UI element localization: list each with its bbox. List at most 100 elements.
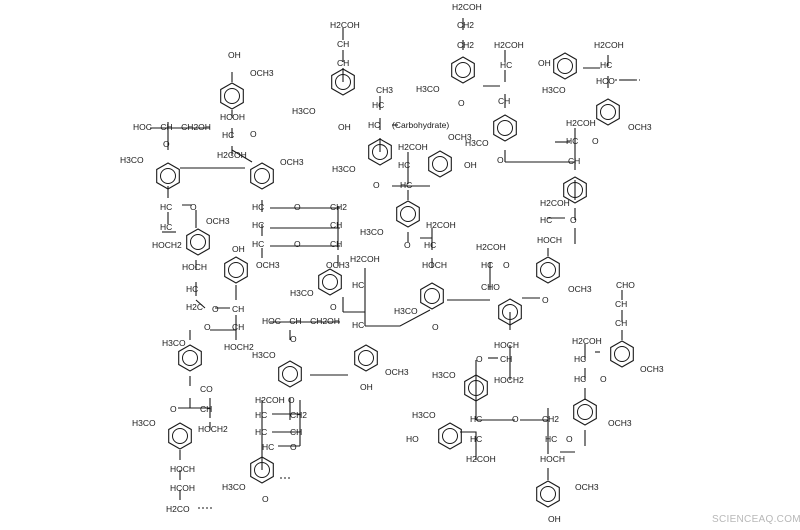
- label-och3: OCH3: [385, 367, 409, 377]
- label-ch2: CH2: [457, 20, 474, 30]
- label-hc: HC: [252, 202, 264, 212]
- aromatic-circle: [600, 104, 616, 120]
- label-och3: OCH3: [575, 482, 599, 492]
- benzene-ring: [224, 256, 248, 284]
- aromatic-circle: [160, 168, 176, 184]
- label-o: O: [542, 295, 549, 305]
- label-hoc-chain: HOC—CH—CH2OH: [262, 316, 340, 326]
- watermark: SCIENCEAQ.COM: [712, 514, 800, 525]
- label-ch2: CH2: [542, 414, 559, 424]
- aromatic-circle: [358, 350, 374, 366]
- label-o: O: [294, 239, 301, 249]
- label-hc: HC: [255, 427, 267, 437]
- label-hc: HC: [262, 442, 274, 452]
- label-hoch: HOCH: [422, 260, 447, 270]
- label-hco: HCO: [596, 76, 615, 86]
- label-och3: OCH3: [448, 132, 472, 142]
- benzene-ring: [278, 360, 302, 388]
- label-och3: H3CO: [222, 482, 246, 492]
- label-och3: OCH3: [280, 157, 304, 167]
- label-och3: H3CO: [162, 338, 186, 348]
- label-ch: CH: [200, 404, 212, 414]
- label-hc: HC: [400, 180, 412, 190]
- aromatic-circle: [540, 486, 556, 502]
- label-o: O: [404, 240, 411, 250]
- label-h2coh: H2COH: [466, 454, 496, 464]
- label-ch: CH: [232, 322, 244, 332]
- label-o: O: [288, 395, 295, 405]
- label-ch: CH: [615, 318, 627, 328]
- label-hc: HC: [368, 120, 380, 130]
- label-och3: H3CO: [394, 306, 418, 316]
- aromatic-circle: [224, 88, 240, 104]
- benzene-ring: [493, 114, 517, 142]
- label-o: O: [570, 215, 577, 225]
- label-hoch: HOCH: [182, 262, 207, 272]
- label-ch2: CH: [337, 39, 349, 49]
- label-och3: OCH3: [206, 216, 230, 226]
- label-och3: OCH3: [326, 260, 350, 270]
- label-o: O: [212, 304, 219, 314]
- label-cho: CHO: [616, 280, 635, 290]
- label-och3: OCH3: [628, 122, 652, 132]
- aromatic-circle: [282, 366, 298, 382]
- aromatic-circle: [442, 428, 458, 444]
- label-h2coh: H2COH: [426, 220, 456, 230]
- label-o: O: [204, 322, 211, 332]
- benzene-ring: [536, 256, 560, 284]
- benzene-ring: [438, 422, 462, 450]
- benzene-ring: [573, 398, 597, 426]
- label-hc: HC: [500, 60, 512, 70]
- benzene-ring: [220, 82, 244, 110]
- label-h2coh: H2COH: [255, 395, 285, 405]
- label-hc: HC: [160, 222, 172, 232]
- label-ch2: CH2: [457, 40, 474, 50]
- label-hc: HC: [352, 320, 364, 330]
- label-ch: CH: [232, 304, 244, 314]
- label-hc: HC: [398, 160, 410, 170]
- label-oh: OH: [360, 382, 373, 392]
- label-o: O: [458, 98, 465, 108]
- aromatic-circle: [557, 58, 573, 74]
- label-ch: CH: [290, 427, 302, 437]
- label-hoch: HOCH: [170, 464, 195, 474]
- label-o: O: [497, 155, 504, 165]
- label-och3: H3CO: [132, 418, 156, 428]
- label-ch: CH: [498, 96, 510, 106]
- label-h2coh: H2COH: [452, 2, 482, 12]
- aromatic-circle: [455, 62, 471, 78]
- aromatic-circle: [182, 350, 198, 366]
- benzene-ring: [178, 344, 202, 372]
- label-och3: OCH3: [608, 418, 632, 428]
- benzene-ring: [354, 344, 378, 372]
- label-h2coh: H2COH: [398, 142, 428, 152]
- label-hcoh: HCOH: [170, 483, 195, 493]
- aromatic-circle: [228, 262, 244, 278]
- label-hc: HC: [424, 240, 436, 250]
- benzene-ring: [596, 98, 620, 126]
- label-och3: H3CO: [432, 370, 456, 380]
- label-o: O: [503, 260, 510, 270]
- label-hoch2: HOCH2: [152, 240, 182, 250]
- label-hoch2: HOCH2: [198, 424, 228, 434]
- benzene-ring: [420, 282, 444, 310]
- label-och3: H3CO: [416, 84, 440, 94]
- aromatic-circle: [424, 288, 440, 304]
- label-h2coh: H2COH: [594, 40, 624, 50]
- benzene-ring: [610, 340, 634, 368]
- label-hc: HC: [255, 410, 267, 420]
- label-och3: H3CO: [360, 227, 384, 237]
- label-o: O: [600, 374, 607, 384]
- aromatic-circle: [540, 262, 556, 278]
- atom-labels: OH OCH3 HCOH HC O H2COH HOC—CH—CH2OH O H…: [120, 2, 664, 524]
- label-hc: HC: [600, 60, 612, 70]
- benzene-ring: [536, 480, 560, 508]
- benzene-ring: [553, 52, 577, 80]
- label-o: O: [250, 129, 257, 139]
- label-ch2: CH2: [290, 410, 307, 420]
- label-hcoh: HCOH: [220, 112, 245, 122]
- label-o: O: [566, 434, 573, 444]
- label-carbohydrate: (Carbohydrate): [392, 120, 449, 130]
- bonds: [150, 18, 640, 509]
